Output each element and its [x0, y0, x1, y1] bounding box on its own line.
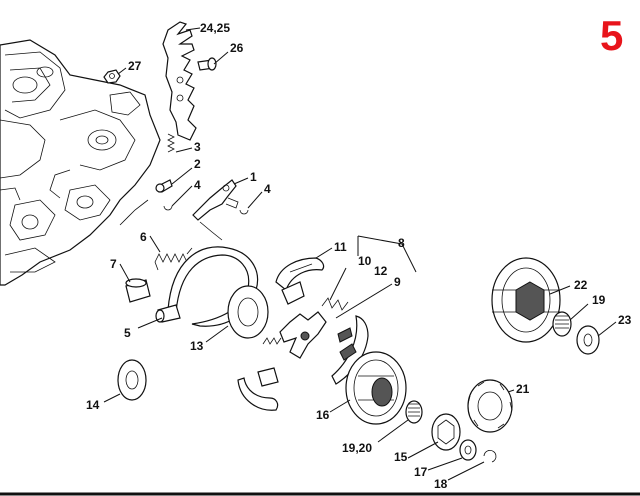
callout-label: 17: [414, 465, 428, 479]
callout-label: 3: [194, 140, 201, 154]
sleeve-part: [125, 278, 151, 303]
callout-label: 10: [358, 254, 372, 268]
callout-label: 27: [128, 59, 142, 73]
clutch-spring-small: [262, 337, 282, 345]
engine-housing: [0, 39, 161, 286]
callout-label: 23: [618, 313, 632, 327]
washer-right: [576, 325, 600, 355]
callout-label: 5: [124, 326, 131, 340]
brake-band: [155, 221, 259, 327]
clutch-spring: [321, 297, 349, 311]
callout-labels: 24,25 26 27 3 2 4 1 4 6 7 11 10 8 12 9 5…: [86, 21, 632, 491]
callout-label: 8: [398, 236, 405, 250]
clutch-drum: [345, 351, 407, 425]
callout-label: 15: [394, 450, 408, 464]
callout-label: 7: [110, 257, 117, 271]
clip-part-2: [239, 209, 249, 215]
screw-part: [197, 57, 217, 71]
callout-label: 6: [140, 230, 147, 244]
callout-label: 4: [264, 182, 271, 196]
spur-rim: [467, 379, 513, 433]
brake-disc: [227, 285, 269, 339]
callout-label: 24,25: [200, 21, 230, 35]
callout-label: 21: [516, 382, 530, 396]
clutch-shoe-lower: [237, 367, 279, 411]
callout-label: 13: [190, 339, 204, 353]
callout-label: 26: [230, 41, 244, 55]
callout-label: 1: [250, 170, 257, 184]
callout-label: 19,20: [342, 441, 372, 455]
clutch-carrier: [279, 311, 327, 359]
callout-label: 11: [334, 240, 347, 254]
chain-catcher: [162, 21, 197, 141]
clutch-drum-spur: [491, 257, 561, 343]
clip-part: [163, 205, 173, 211]
nut-part: [103, 69, 121, 84]
needle-bearing: [405, 400, 423, 424]
callout-label: 2: [194, 157, 201, 171]
torsion-spring: [154, 247, 193, 271]
spring-part: [167, 133, 175, 153]
callout-label: 14: [86, 398, 100, 412]
brake-lever: [192, 179, 239, 221]
washer-left: [117, 359, 147, 401]
rim-sprocket: [431, 413, 461, 451]
callout-label: 4: [194, 178, 201, 192]
page-number: 5: [600, 12, 623, 59]
callout-label: 16: [316, 408, 330, 422]
pin-part: [155, 179, 173, 193]
callout-label: 12: [374, 264, 388, 278]
e-clip: [483, 450, 497, 463]
callout-label: 9: [394, 275, 401, 289]
washer-17: [459, 439, 477, 461]
needle-bearing-right: [552, 311, 572, 337]
callout-label: 18: [434, 477, 448, 491]
callout-label: 19: [592, 293, 606, 307]
clutch-shoe-top: [275, 257, 325, 305]
leader-lines: [103, 27, 617, 481]
callout-label: 22: [574, 278, 588, 292]
